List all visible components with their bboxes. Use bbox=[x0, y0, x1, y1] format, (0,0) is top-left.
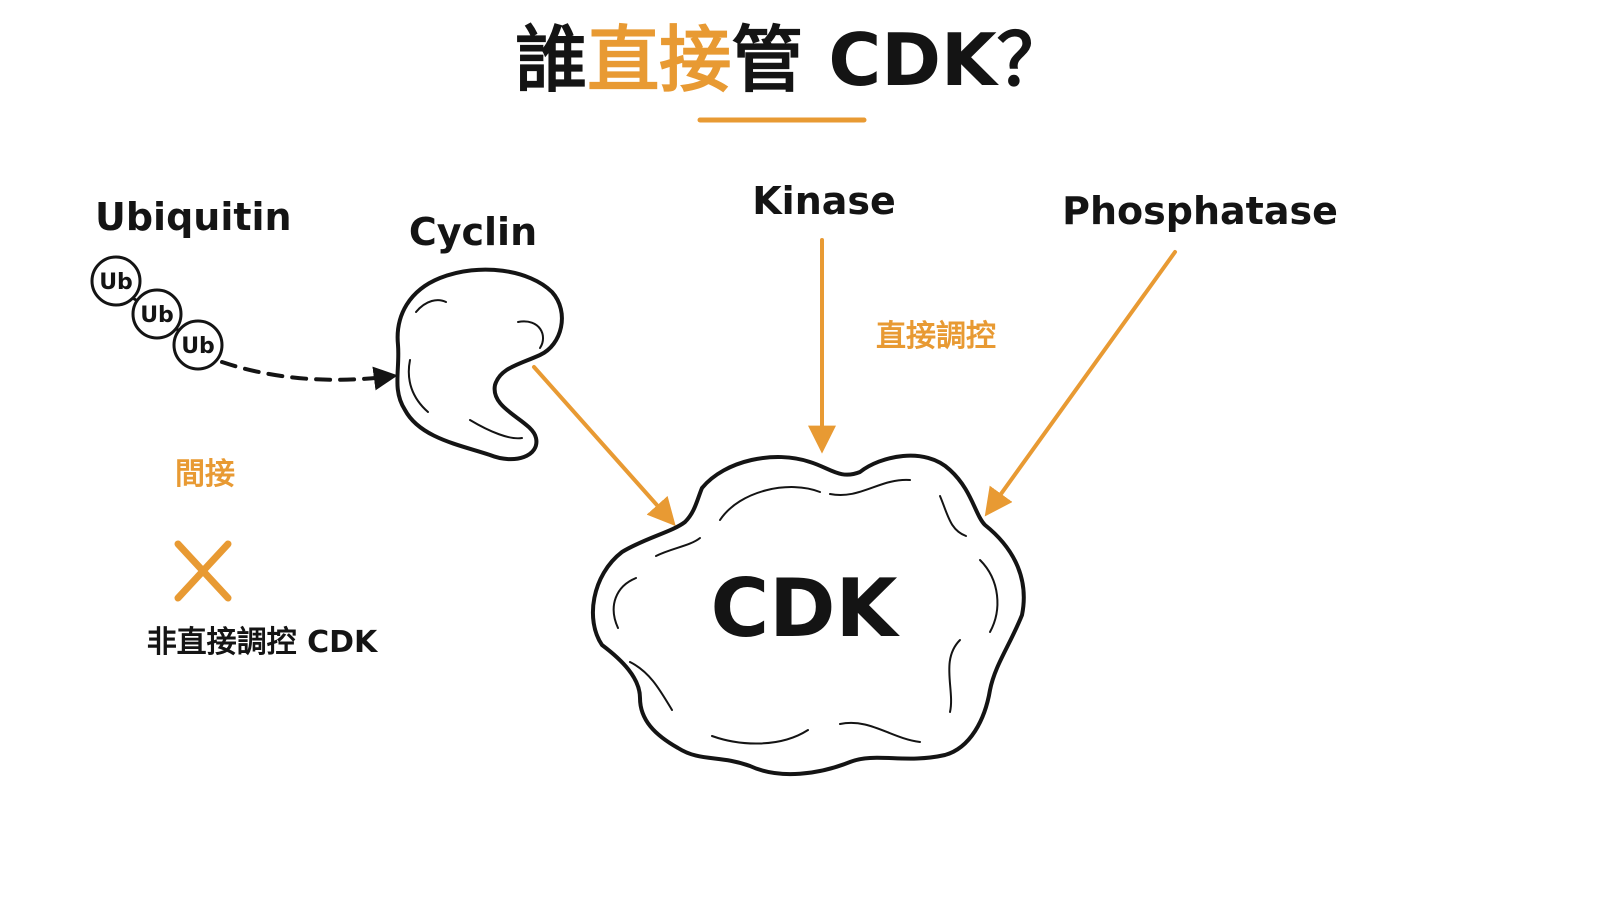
not-direct-label: 非直接調控 CDK bbox=[147, 625, 379, 660]
phosphatase-to-cdk-arrow bbox=[984, 250, 1177, 517]
cdk-detail-1 bbox=[719, 486, 821, 521]
cyclin-detail-3 bbox=[517, 320, 545, 349]
cdk-detail-3 bbox=[939, 495, 967, 537]
ub-circle-1 bbox=[90, 255, 142, 307]
ub-circle-3 bbox=[172, 319, 224, 371]
ub-text-3: Ub bbox=[181, 334, 215, 359]
ub-text-2: Ub bbox=[140, 303, 174, 328]
title-accent: 直接 bbox=[587, 18, 731, 102]
cyclin-outline bbox=[395, 267, 564, 462]
cyclin-to-cdk-arrow bbox=[532, 365, 676, 527]
phosphatase-label: Phosphatase bbox=[1062, 189, 1338, 233]
cdk-detail-2 bbox=[829, 478, 911, 497]
kinase-label: Kinase bbox=[752, 179, 896, 223]
ubiquitin-chain: Ub Ub Ub bbox=[90, 255, 224, 371]
ubiquitin-label: Ubiquitin bbox=[95, 195, 292, 239]
cdk-detail-6 bbox=[839, 721, 921, 743]
cdk-detail-8 bbox=[629, 661, 673, 711]
ub-circle-2 bbox=[131, 288, 183, 340]
ub-text-1: Ub bbox=[99, 270, 133, 295]
cdk-detail-9 bbox=[612, 577, 637, 629]
cdk-outline bbox=[590, 453, 1026, 777]
ubiquitin-to-cyclin-arrow bbox=[220, 360, 398, 391]
cdk-detail-7 bbox=[711, 729, 809, 745]
cdk-label: CDK bbox=[710, 562, 900, 655]
cdk-shape bbox=[590, 453, 1026, 777]
not-direct-x-icon bbox=[174, 540, 232, 602]
cyclin-shape bbox=[395, 267, 564, 462]
cdk-detail-4 bbox=[979, 559, 999, 633]
cyclin-detail-2 bbox=[407, 359, 429, 413]
cdk-detail-10 bbox=[655, 537, 701, 557]
direct-regulation-label: 直接調控 bbox=[876, 319, 996, 354]
cdk-detail-5 bbox=[948, 639, 961, 713]
cyclin-detail-1 bbox=[415, 299, 447, 313]
cyclin-detail-4 bbox=[469, 419, 523, 440]
page-title: 誰直接管 CDK？ bbox=[515, 18, 1069, 102]
indirect-label: 間接 bbox=[175, 457, 235, 492]
title-prefix: 誰 bbox=[515, 18, 587, 102]
cyclin-label: Cyclin bbox=[409, 210, 537, 254]
title-suffix: 管 CDK？ bbox=[731, 18, 1068, 102]
